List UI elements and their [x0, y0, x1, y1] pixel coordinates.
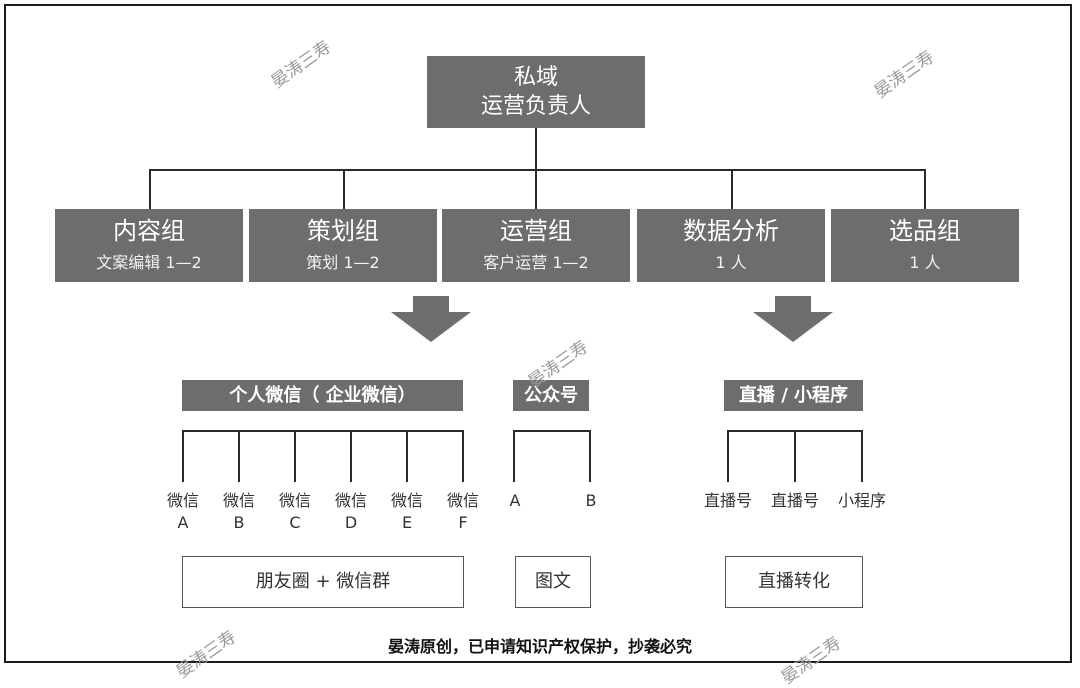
leaf-label: 微信	[390, 491, 423, 510]
root-title-line1: 私域	[513, 65, 558, 90]
down-arrow-icon	[391, 296, 471, 342]
copyright-footer: 晏涛原创，已申请知识产权保护，抄袭必究	[387, 637, 692, 656]
dept-product-selection: 选品组 1 人	[831, 209, 1019, 282]
channel-header-official-account: 公众号	[513, 380, 589, 411]
leaf-id: D	[344, 513, 358, 532]
leaf-label: 微信	[278, 491, 311, 510]
bracket-tick	[794, 430, 796, 482]
dept-staffing: 文案编辑 1—2	[96, 253, 202, 272]
leaf-label: 微信	[166, 491, 199, 510]
bracket-tick	[727, 430, 729, 482]
dept-title: 选品组	[889, 217, 961, 245]
channel-header-live-miniprogram: 直播 / 小程序	[724, 380, 863, 411]
leaf-label: B	[585, 491, 597, 510]
dept-content: 内容组 文案编辑 1—2	[55, 209, 243, 282]
leaf-label: 微信	[334, 491, 367, 510]
bracket-tick	[406, 430, 408, 482]
root-stem	[535, 128, 537, 170]
leaf-label: 小程序	[837, 491, 886, 510]
bracket-tick	[589, 430, 591, 482]
wechat-account-leaf: 微信 D	[321, 490, 381, 534]
dept-drop-5	[924, 169, 926, 209]
output-articles: 图文	[515, 556, 591, 608]
miniprogram-leaf: 小程序	[832, 490, 892, 512]
output-moments-groups: 朋友圈 + 微信群	[182, 556, 464, 608]
dept-drop-2	[343, 169, 345, 209]
bracket-tick	[238, 430, 240, 482]
live-channel-leaf: 直播号	[698, 490, 758, 512]
leaf-label: 微信	[446, 491, 479, 510]
dept-staffing: 1 人	[909, 253, 941, 272]
output-live-conversion: 直播转化	[725, 556, 863, 608]
leaf-label: 微信	[222, 491, 255, 510]
dept-bus	[149, 169, 926, 171]
bracket-tick	[182, 430, 184, 482]
diagram-frame	[4, 4, 1072, 663]
leaf-label: 直播号	[703, 491, 752, 510]
dept-drop-1	[149, 169, 151, 209]
leaf-id: F	[458, 513, 468, 532]
channel-header-personal-wechat: 个人微信（ 企业微信）	[182, 380, 463, 411]
dept-data-analysis: 数据分析 1 人	[637, 209, 825, 282]
dept-drop-4	[731, 169, 733, 209]
live-channel-leaf: 直播号	[765, 490, 825, 512]
bracket-tick	[462, 430, 464, 482]
dept-drop-3	[535, 169, 537, 209]
bracket-tick	[350, 430, 352, 482]
leaf-id: E	[401, 513, 413, 532]
dept-operations: 运营组 客户运营 1—2	[442, 209, 630, 282]
dept-title: 内容组	[113, 217, 185, 245]
wechat-account-leaf: 微信 A	[153, 490, 213, 534]
dept-planning: 策划组 策划 1—2	[249, 209, 437, 282]
dept-title: 数据分析	[683, 217, 779, 245]
wechat-account-leaf: 微信 F	[433, 490, 493, 534]
dept-staffing: 客户运营 1—2	[483, 253, 589, 272]
root-title-line2: 运营负责人	[480, 94, 591, 119]
down-arrow-icon	[753, 296, 833, 342]
official-account-leaf: B	[561, 490, 621, 512]
wechat-account-leaf: 微信 E	[377, 490, 437, 534]
bracket-tick	[861, 430, 863, 482]
dept-title: 运营组	[500, 217, 572, 245]
wechat-account-leaf: 微信 C	[265, 490, 325, 534]
leaf-id: C	[289, 513, 301, 532]
leaf-id: A	[177, 513, 189, 532]
bracket-bar	[513, 430, 591, 432]
bracket-tick	[294, 430, 296, 482]
official-account-leaf: A	[485, 490, 545, 512]
dept-title: 策划组	[307, 217, 379, 245]
bracket-bar	[182, 430, 464, 432]
leaf-id: B	[233, 513, 245, 532]
dept-staffing: 策划 1—2	[306, 253, 380, 272]
leaf-label: A	[509, 491, 521, 510]
dept-staffing: 1 人	[715, 253, 747, 272]
root-node: 私域 运营负责人	[427, 56, 645, 128]
bracket-tick	[513, 430, 515, 482]
leaf-label: 直播号	[770, 491, 819, 510]
wechat-account-leaf: 微信 B	[209, 490, 269, 534]
